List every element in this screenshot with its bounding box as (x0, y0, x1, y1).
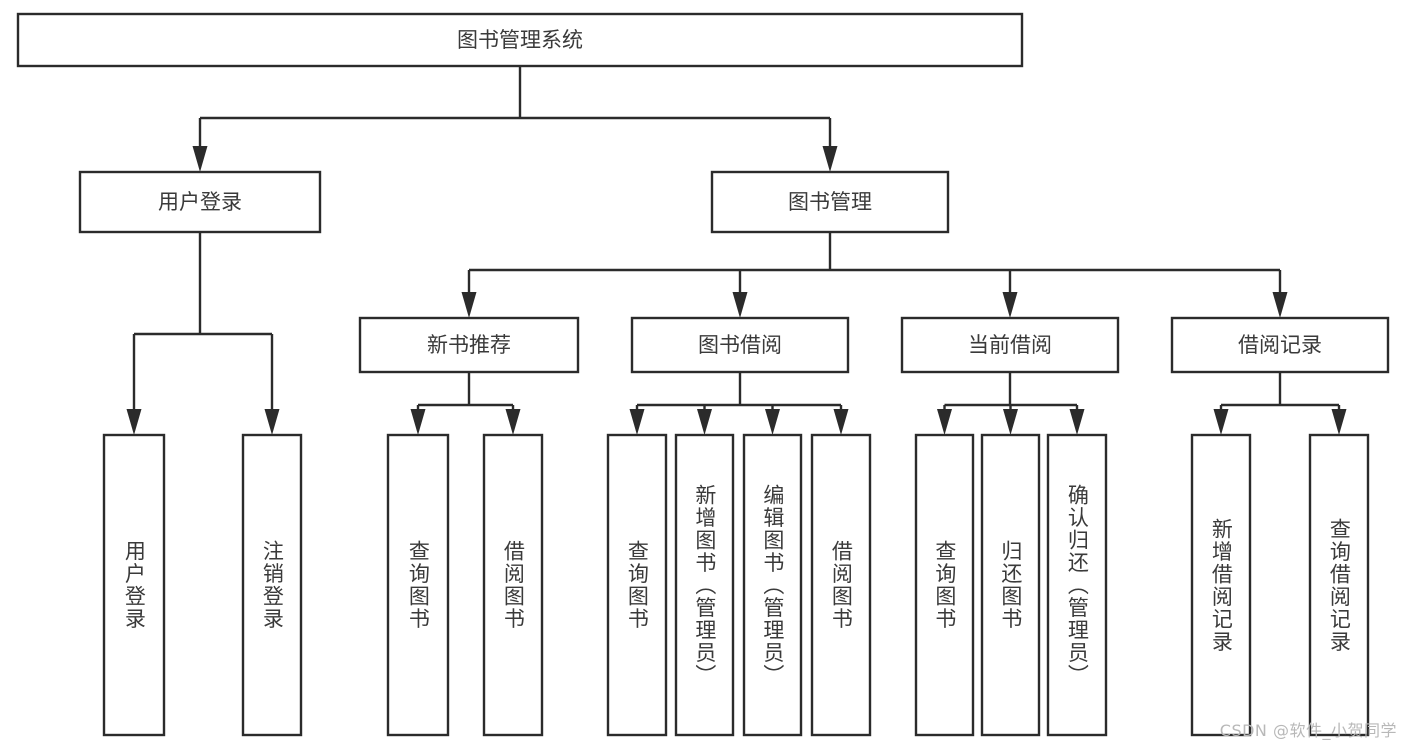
node-level3-1[interactable] (630, 316, 850, 374)
node-leaf-9[interactable] (980, 433, 1041, 737)
node-level3-label-3: 借阅记录 (1238, 333, 1322, 357)
connectors-layer (126, 66, 1347, 435)
node-leaf-11[interactable] (1190, 433, 1252, 737)
csdn-watermark: CSDN @软件_小贺同学 (1219, 721, 1397, 740)
node-leaf-7[interactable] (810, 433, 872, 737)
node-level3-label-0: 新书推荐 (427, 333, 511, 357)
node-leaf-6[interactable] (742, 433, 803, 737)
node-level3-label-1: 图书借阅 (698, 333, 782, 357)
node-root[interactable] (16, 12, 1024, 68)
node-leaf-0[interactable] (102, 433, 166, 737)
node-leaf-8[interactable] (914, 433, 975, 737)
node-level3-0[interactable] (358, 316, 580, 374)
node-boxes-layer (16, 12, 1390, 737)
node-leaf-1[interactable] (241, 433, 303, 737)
node-level2-0[interactable] (78, 170, 322, 234)
node-level2-1[interactable] (710, 170, 950, 234)
node-leaf-10[interactable] (1046, 433, 1108, 737)
node-leaf-5[interactable] (674, 433, 735, 737)
node-level3-2[interactable] (900, 316, 1120, 374)
node-level2-label-0: 用户登录 (158, 190, 242, 214)
node-level3-label-2: 当前借阅 (968, 333, 1052, 357)
node-leaf-4[interactable] (606, 433, 668, 737)
node-leaf-12[interactable] (1308, 433, 1370, 737)
node-level2-label-1: 图书管理 (788, 190, 872, 214)
node-root-label: 图书管理系统 (457, 28, 583, 52)
node-leaf-2[interactable] (386, 433, 450, 737)
node-level3-3[interactable] (1170, 316, 1390, 374)
node-leaf-3[interactable] (482, 433, 544, 737)
